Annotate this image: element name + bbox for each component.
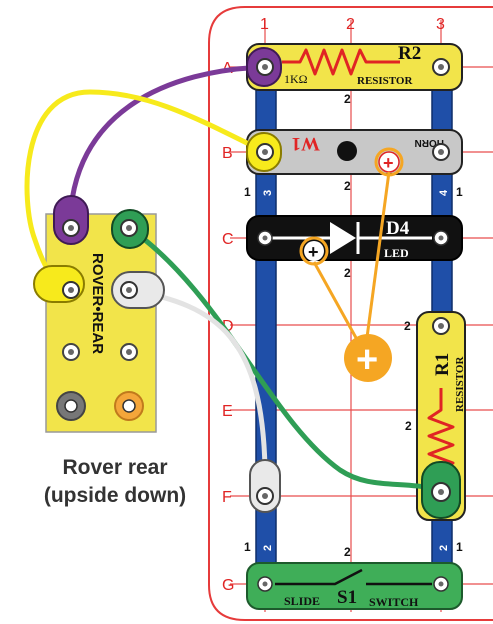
stack-label: 2 (344, 92, 351, 106)
rover-wire-end-purple (53, 195, 89, 245)
stack-label: 2 (405, 419, 412, 433)
board-outline (208, 6, 493, 621)
caption-line-1: Rover rear (62, 456, 168, 479)
row-label-c: C (222, 231, 234, 248)
blue-wire-left-label-bottom: 2 (262, 545, 274, 551)
led-d4[interactable]: D4 LED + (246, 215, 463, 262)
stack-label: 1 (244, 185, 251, 199)
resistor-zigzag-icon (282, 48, 400, 76)
s1-id: S1 (337, 587, 357, 608)
rover-caption: Rover rear (upside down) (0, 454, 230, 510)
rover-wire-end-yellow (33, 265, 85, 303)
resistor-r2[interactable]: R2 1KΩ RESISTOR (246, 43, 463, 91)
wire-end-purple (246, 47, 282, 87)
wire-end-white (249, 459, 281, 513)
blue-wire-right-label-bottom: 2 (438, 545, 450, 551)
stack-label: 2 (344, 266, 351, 280)
r2-id: R2 (398, 43, 421, 64)
d4-id: D4 (386, 218, 410, 239)
rover-label: ROVER•REAR (89, 253, 106, 354)
stack-label: 2 (344, 545, 351, 559)
stack-label: 2 (344, 179, 351, 193)
column-label-3: 3 (436, 16, 445, 33)
horn-plus-sign: + (383, 153, 394, 173)
r1-id: R1 (432, 353, 453, 376)
slide-switch-s1[interactable]: SLIDE S1 SWITCH (246, 562, 463, 610)
horn-w1[interactable]: W1 HORN + (246, 129, 463, 175)
column-label-1: 1 (260, 16, 269, 33)
row-label-d: D (222, 318, 234, 335)
blue-wire-left-label-top: 3 (262, 190, 274, 196)
stack-label: 1 (456, 185, 463, 199)
stack-label: 2 (404, 319, 411, 333)
caption-line-2: (upside down) (43, 484, 187, 507)
r1-type: RESISTOR (454, 356, 466, 412)
s1-right-label: SWITCH (369, 595, 419, 609)
d4-type: LED (384, 246, 409, 260)
green-wire (126, 225, 444, 493)
r2-type: RESISTOR (357, 75, 413, 87)
r2-value: 1KΩ (284, 72, 308, 86)
column-label-2: 2 (346, 16, 355, 33)
polarity-callout: + (299, 147, 404, 382)
row-label-b: B (222, 145, 233, 162)
s1-left-label: SLIDE (284, 594, 320, 608)
wire-end-yellow (246, 132, 282, 172)
rover-snap (56, 343, 144, 421)
row-label-e: E (222, 403, 233, 420)
stack-label: 1 (244, 540, 251, 554)
row-label-g: G (222, 577, 234, 594)
row-label-f: F (222, 489, 232, 506)
w1-id: W1 (292, 133, 321, 154)
diode-symbol-icon (330, 222, 356, 254)
polarity-plus-icon: + (356, 339, 378, 381)
led-plus-sign: + (308, 242, 319, 262)
stack-label: 1 (456, 540, 463, 554)
yellow-wire (24, 89, 268, 293)
switch-lever-icon (275, 568, 432, 586)
wire-end-green (421, 461, 461, 519)
rover-rear-module[interactable]: ROVER•REAR (45, 213, 157, 433)
w1-type: HORN (415, 137, 444, 148)
horn-speaker-icon (337, 141, 357, 161)
rover-wire-end-green (111, 209, 149, 249)
blue-wire-right-label-top: 4 (438, 189, 450, 196)
purple-wire (67, 64, 268, 231)
rover-wire-end-white (111, 271, 165, 309)
